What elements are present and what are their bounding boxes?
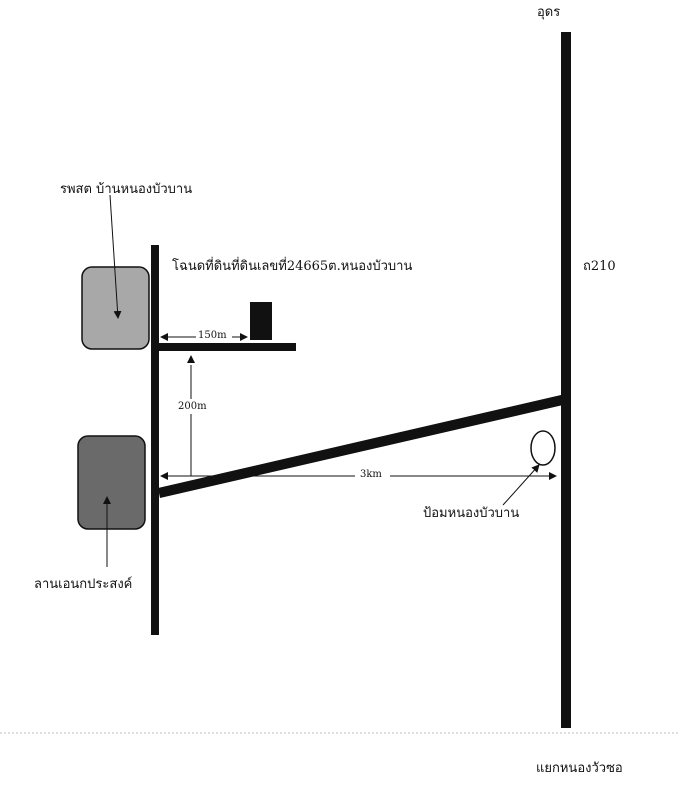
police-box-marker: [530, 430, 556, 466]
land-plot-label: โฉนดที่ดินที่ดินเลขที่24665ต.หนองบัวบาน: [172, 259, 413, 274]
south-destination-label: แยกหนองวัวซอ: [536, 761, 623, 776]
multipurpose-yard-block: [77, 435, 146, 530]
land-plot-marker: [250, 302, 272, 340]
dim-3km-right-arrowhead: [549, 472, 557, 480]
police-box-pointer-arrow: [502, 464, 540, 506]
dim-200-top-arrowhead: [187, 355, 195, 363]
distance-3km-label: 3km: [360, 469, 382, 480]
highway-road: [561, 32, 571, 728]
left-vertical-road: [151, 245, 159, 635]
multipurpose-yard-label: ลานเอนกประสงค์: [34, 577, 133, 592]
dim-3km-left-arrowhead: [160, 472, 168, 480]
branch-road: [155, 343, 296, 351]
dim-150-left-arrowhead: [160, 333, 168, 341]
distance-150m-label: 150m: [198, 330, 227, 341]
hospital-pointer-arrow: [109, 194, 122, 319]
north-destination-label: อุดร: [537, 5, 561, 20]
police-box-label: ป้อมหนองบัวบาน: [423, 506, 520, 521]
hospital-label: รพสต บ้านหนองบัวบาน: [60, 182, 193, 197]
distance-200m-label: 200m: [178, 401, 207, 412]
connecting-road: [158, 395, 563, 498]
hospital-building: [81, 266, 150, 350]
road-number-label: ถ210: [583, 259, 616, 274]
